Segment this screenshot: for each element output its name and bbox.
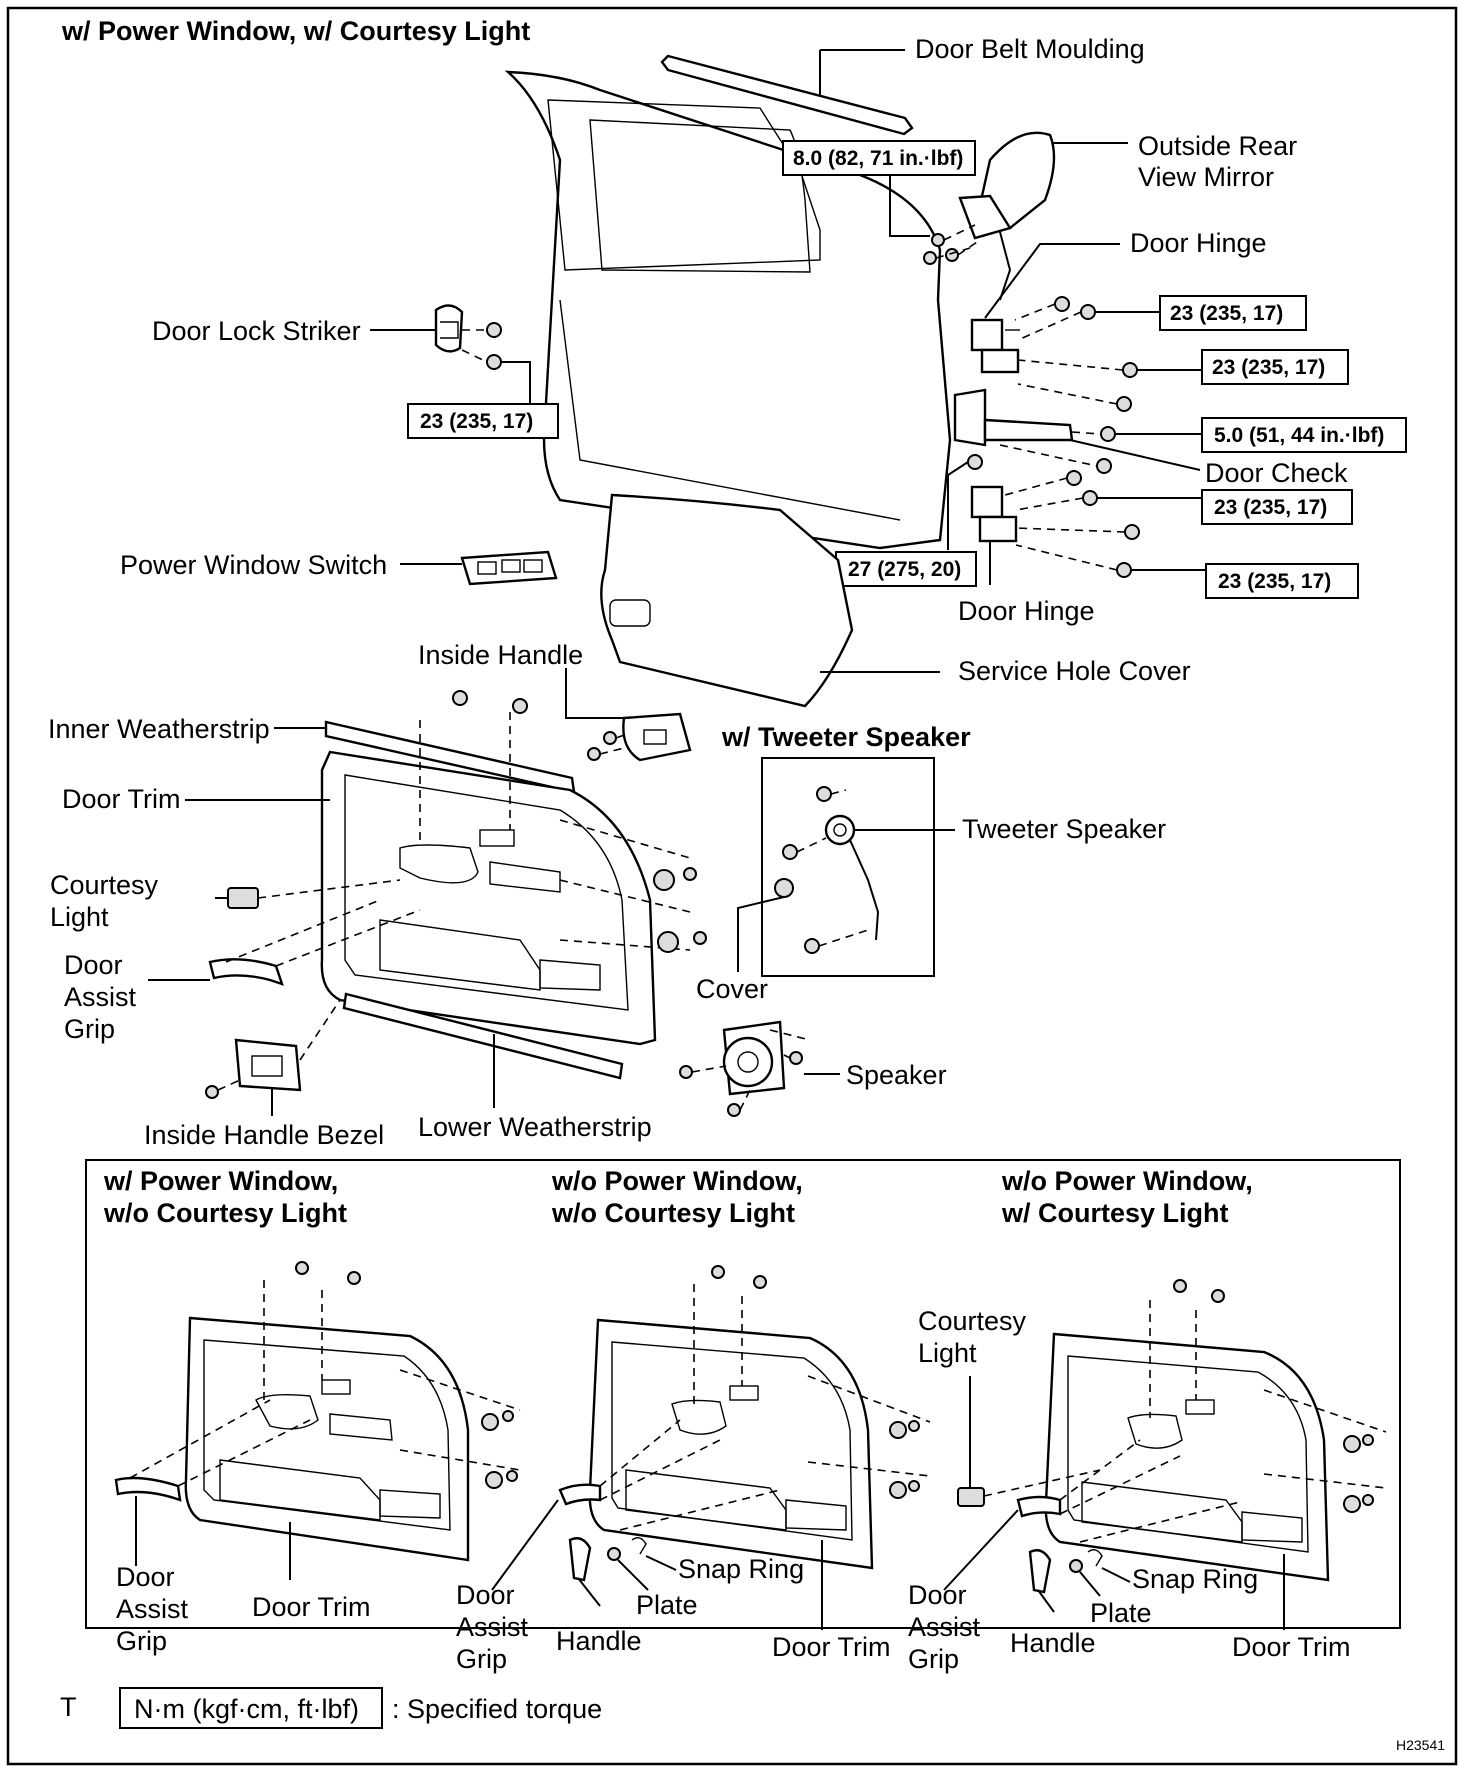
tweeter-speaker <box>737 786 955 972</box>
legend-description: : Specified torque <box>392 1694 602 1724</box>
torque-box-hinge-upper-2 <box>1201 349 1349 385</box>
variant-2-grip-1: Door <box>456 1580 515 1610</box>
label-service-hole-cover: Service Hole Cover <box>958 656 1191 686</box>
tweeter-section-title: w/ Tweeter Speaker <box>721 722 971 752</box>
variant-3-grip-1: Door <box>908 1580 967 1610</box>
label-door-check: Door Check <box>1205 458 1348 488</box>
variant-2-title-2: w/o Courtesy Light <box>551 1198 795 1228</box>
power-window-switch <box>400 550 558 586</box>
legend-prefix-mark: T <box>60 1692 77 1722</box>
variant-3-title-1: w/o Power Window, <box>1001 1166 1253 1196</box>
door-hinge-upper <box>970 243 1120 374</box>
legend-unit-text: N·m (kgf·cm, ft·lbf) <box>134 1694 359 1724</box>
variant-2-snap-ring: Snap Ring <box>678 1554 804 1584</box>
torque-hinge-lower-1: 23 (235, 17) <box>1214 496 1327 519</box>
torque-hinge-lower-body: 27 (275, 20) <box>848 558 961 581</box>
variant-3-title-2: w/ Courtesy Light <box>1001 1198 1229 1228</box>
variant-1-grip-2: Assist <box>116 1594 189 1624</box>
service-hole-cover <box>600 493 940 708</box>
variant-1-title-2: w/o Courtesy Light <box>103 1198 347 1228</box>
main-title: w/ Power Window, w/ Courtesy Light <box>61 16 530 46</box>
variant-2-handle: Handle <box>556 1626 642 1656</box>
variant-2-door-trim-label: Door Trim <box>772 1632 891 1662</box>
figure-code: H23541 <box>1396 1737 1445 1753</box>
torque-box-hinge-lower-2 <box>1205 563 1359 599</box>
variant-1-door-trim <box>114 1261 521 1580</box>
label-door-belt-moulding: Door Belt Moulding <box>915 34 1145 64</box>
variant-3-grip-2: Assist <box>908 1612 981 1642</box>
torque-box-door-check <box>1201 417 1407 453</box>
variant-3-grip-3: Grip <box>908 1644 959 1674</box>
label-door-assist-grip-2: Assist <box>64 982 137 1012</box>
speaker <box>679 1020 840 1117</box>
label-door-hinge-upper: Door Hinge <box>1130 228 1267 258</box>
label-power-window-switch: Power Window Switch <box>120 550 387 580</box>
mirror-bolts <box>923 224 981 265</box>
torque-box-striker <box>407 403 559 439</box>
variant-3-snap-ring: Snap Ring <box>1132 1564 1258 1594</box>
upper-hinge-bolts <box>1014 296 1138 412</box>
variant-2-plate: Plate <box>636 1590 698 1620</box>
variant-2-door-trim <box>491 1265 931 1630</box>
variant-3-courtesy-light-1: Courtesy <box>918 1306 1027 1336</box>
variant-1-door-trim-label: Door Trim <box>252 1592 371 1622</box>
label-door-assist-grip-3: Grip <box>64 1014 115 1044</box>
variant-1-grip-1: Door <box>116 1562 175 1592</box>
outer-frame <box>6 6 1458 1766</box>
variant-3-door-trim-label: Door Trim <box>1232 1632 1351 1662</box>
label-lower-weatherstrip: Lower Weatherstrip <box>418 1112 652 1142</box>
variant-2-grip-2: Assist <box>456 1612 529 1642</box>
courtesy-light <box>215 879 401 909</box>
torque-hinge-upper-1: 23 (235, 17) <box>1170 302 1283 325</box>
label-courtesy-light-1: Courtesy <box>50 870 159 900</box>
label-inside-handle: Inside Handle <box>418 640 583 670</box>
torque-box-hinge-lower-1 <box>1201 489 1353 525</box>
variant-2-grip-3: Grip <box>456 1644 507 1674</box>
door-assist-grip <box>148 899 421 986</box>
label-door-hinge-lower: Door Hinge <box>958 596 1095 626</box>
tweeter-inset-box <box>761 757 935 977</box>
variant-3-door-trim <box>943 1279 1387 1630</box>
inside-handle-bezel <box>205 999 341 1116</box>
door-check <box>953 388 1202 474</box>
door-trim-main <box>185 690 707 1046</box>
torque-box-hinge-lower-body <box>835 551 977 587</box>
variant-3-handle: Handle <box>1010 1628 1096 1658</box>
legend-unit-box <box>119 1687 383 1729</box>
variant-1-grip-3: Grip <box>116 1626 167 1656</box>
torque-mirror: 8.0 (82, 71 in.·lbf) <box>793 147 963 170</box>
torque-striker: 23 (235, 17) <box>420 410 533 433</box>
label-inside-handle-bezel: Inside Handle Bezel <box>144 1120 384 1150</box>
torque-hinge-lower-2: 23 (235, 17) <box>1218 570 1331 593</box>
door-hinge-lower <box>947 454 1205 585</box>
torque-door-check: 5.0 (51, 44 in.·lbf) <box>1214 424 1384 447</box>
variant-3-courtesy-light-2: Light <box>918 1338 977 1368</box>
label-door-lock-striker: Door Lock Striker <box>152 316 361 346</box>
variant-2-title-1: w/o Power Window, <box>551 1166 803 1196</box>
label-outside-rear-view-mirror-2: View Mirror <box>1138 162 1274 192</box>
outside-rear-view-mirror <box>958 131 1128 301</box>
door-belt-moulding <box>660 49 914 136</box>
label-inner-weatherstrip: Inner Weatherstrip <box>48 714 270 744</box>
label-outside-rear-view-mirror-1: Outside Rear <box>1138 131 1297 161</box>
torque-hinge-upper-2: 23 (235, 17) <box>1212 356 1325 379</box>
label-cover: Cover <box>696 974 768 1004</box>
variant-3-plate: Plate <box>1090 1598 1152 1628</box>
lower-weatherstrip <box>342 992 624 1108</box>
label-courtesy-light-2: Light <box>50 902 109 932</box>
label-door-trim-main: Door Trim <box>62 784 181 814</box>
variant-1-title-1: w/ Power Window, <box>103 1166 338 1196</box>
torque-box-mirror <box>782 140 976 176</box>
door-lock-striker <box>370 304 531 410</box>
label-speaker: Speaker <box>846 1060 947 1090</box>
label-tweeter-speaker: Tweeter Speaker <box>962 814 1166 844</box>
inside-handle <box>565 668 692 762</box>
label-door-assist-grip-1: Door <box>64 950 123 980</box>
